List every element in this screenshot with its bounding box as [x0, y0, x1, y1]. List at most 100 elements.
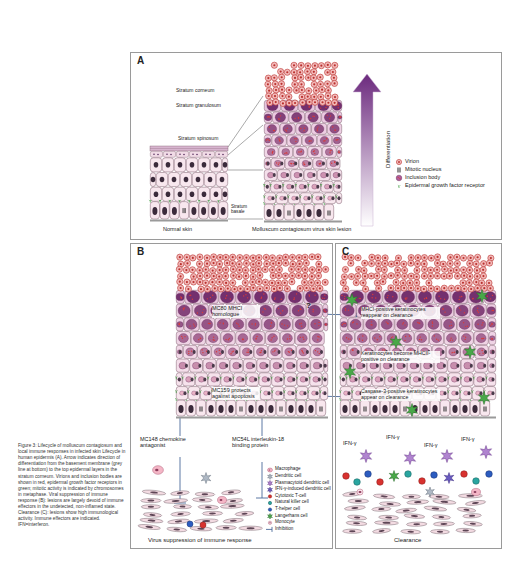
virion-core	[301, 101, 303, 103]
keratinocyte	[221, 373, 233, 386]
virion	[204, 261, 210, 267]
virion	[480, 267, 486, 273]
nucleus	[288, 405, 293, 413]
virion	[299, 87, 305, 93]
nucleus	[304, 185, 307, 189]
keratinocyte	[215, 318, 230, 331]
virion	[269, 280, 275, 286]
virion	[368, 260, 374, 266]
epidermal-langerhans	[344, 290, 489, 417]
nucleus	[252, 364, 255, 368]
virion-dot	[419, 339, 420, 340]
virion-core	[299, 287, 301, 289]
inclusion-body	[186, 291, 199, 303]
inclusion-body	[372, 334, 382, 343]
chromosome	[199, 407, 200, 412]
virion-core	[307, 65, 309, 67]
virion-core	[282, 102, 284, 104]
virion-core	[225, 269, 227, 271]
virion-core	[281, 95, 283, 97]
egfr-mark	[295, 390, 297, 393]
virion-dot	[188, 353, 189, 354]
nucleus	[444, 391, 447, 395]
virion	[286, 94, 292, 100]
virion	[282, 273, 288, 279]
nucleus	[355, 377, 358, 381]
keratinocyte	[451, 290, 467, 303]
virion-dot	[314, 323, 315, 324]
basal-cell	[266, 400, 275, 416]
fibroblast-nucleus	[228, 505, 236, 507]
virion-core	[252, 276, 254, 278]
virion-dot	[314, 150, 315, 151]
granule	[196, 154, 198, 156]
virion-dot	[209, 323, 210, 324]
virion-core	[403, 287, 405, 289]
virion	[448, 267, 454, 273]
virion-core	[350, 262, 352, 264]
keratinocyte	[191, 332, 205, 345]
virion-core	[327, 89, 329, 91]
virion-dot	[308, 106, 309, 107]
inclusion-body	[324, 113, 334, 122]
virion	[428, 267, 434, 273]
keratinocyte	[230, 359, 243, 372]
keratinocyte	[317, 170, 330, 181]
virion-core	[275, 101, 277, 103]
keratinocyte	[268, 345, 282, 358]
virion-core	[219, 263, 221, 265]
virion-dot	[237, 324, 238, 325]
nucleus	[405, 377, 408, 381]
virion-dot	[301, 151, 302, 152]
virion-dot	[197, 312, 198, 313]
nucleus	[313, 173, 316, 177]
keratinocyte	[280, 332, 294, 345]
egfr-mark	[309, 377, 311, 380]
virion-core	[278, 262, 280, 264]
egfr-mark	[320, 184, 322, 187]
keratinocyte	[324, 359, 328, 372]
virion	[250, 285, 256, 291]
virion-core	[179, 281, 181, 283]
virion	[279, 87, 285, 93]
virion	[340, 280, 346, 286]
nucleus	[268, 405, 273, 413]
egfr-mark	[271, 390, 273, 393]
keratinocyte	[240, 345, 254, 358]
inclusion-body	[265, 138, 271, 143]
virion	[312, 63, 318, 69]
basal-cell	[256, 400, 265, 416]
keratinocyte	[299, 158, 312, 169]
virion-core	[395, 281, 397, 283]
nucleus	[208, 405, 213, 413]
basal-cell	[390, 400, 399, 416]
keratinocyte	[311, 359, 324, 372]
virion-dot	[440, 298, 441, 299]
granular-cell	[202, 151, 214, 157]
virion-dot	[267, 139, 268, 140]
keratinocyte	[359, 373, 371, 386]
inclusion-body	[178, 378, 181, 381]
virion	[236, 261, 242, 267]
egfr-mark	[263, 184, 265, 187]
keratinocyte	[260, 387, 271, 400]
keratinocyte	[296, 387, 307, 400]
inclusion-body	[254, 291, 267, 303]
virion-core	[281, 89, 283, 91]
virion-dot	[288, 351, 289, 352]
egfr-mark	[217, 200, 219, 203]
chromosome	[330, 211, 331, 216]
virion	[475, 254, 481, 260]
virion	[468, 255, 474, 261]
virion-dot	[479, 353, 480, 354]
virion	[316, 261, 322, 267]
virion-dot	[313, 309, 314, 310]
virion-dot	[329, 150, 330, 151]
egfr-mark	[396, 377, 398, 380]
virion-dot	[293, 163, 294, 164]
virion-dot	[325, 324, 326, 325]
virion-core	[320, 65, 322, 67]
virion-core	[417, 288, 419, 290]
egfr-mark	[371, 377, 373, 380]
virion	[323, 266, 329, 272]
